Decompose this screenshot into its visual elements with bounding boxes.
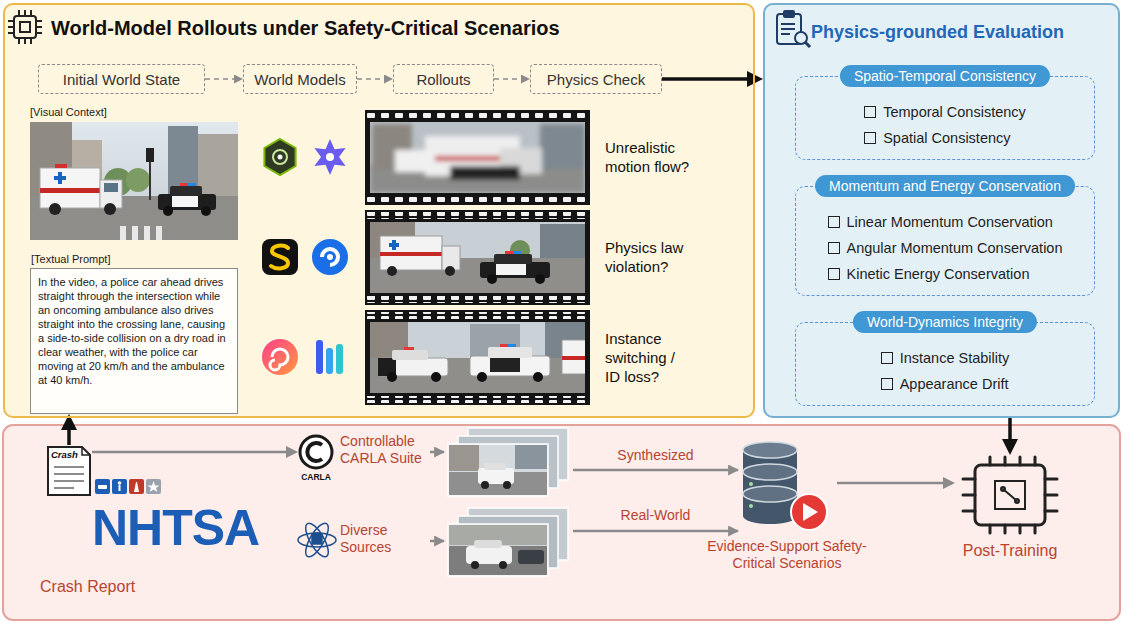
- image-caption: [Visual Context]: [30, 106, 107, 118]
- checkbox-symbol: [881, 352, 893, 364]
- checklist-row: Appearance Drift: [881, 371, 1010, 397]
- source-label: Diverse Sources: [340, 522, 428, 556]
- connector-arrow: [205, 78, 240, 80]
- checklist-row: Linear Momentum Conservation: [828, 209, 1063, 235]
- model-logos: [262, 139, 348, 375]
- proc-box: Initial World State: [38, 64, 205, 94]
- checklist-item: Angular Momentum Conservation: [847, 240, 1063, 256]
- checkbox-symbol: [864, 132, 876, 144]
- panel-title: Physics-grounded Evaluation: [811, 22, 1064, 43]
- checkbox-symbol: [864, 106, 876, 118]
- step-text: Initial World State: [63, 71, 180, 88]
- connector-arrow: [357, 78, 390, 80]
- group-box: World-Dynamics IntegrityInstance Stabili…: [795, 322, 1095, 406]
- database-icon: [737, 438, 837, 534]
- checklist-row: Spatial Consistency: [864, 125, 1026, 151]
- checkbox-symbol: [828, 268, 840, 280]
- connector-arrow: [1008, 418, 1012, 450]
- proc-box: Physics Check: [530, 64, 662, 94]
- nhtsa-icons: [95, 479, 161, 494]
- checklist-item: Kinetic Energy Conservation: [847, 266, 1030, 282]
- checklist-row: Angular Momentum Conservation: [828, 235, 1063, 261]
- connector-arrow: [67, 419, 71, 445]
- diverse-sources-icon: [298, 520, 336, 560]
- question-text: Physics law violation?: [605, 238, 715, 276]
- icon-box: Evidence-Support Safety-Critical Scenari…: [737, 438, 837, 534]
- connector-arrow: [662, 77, 758, 81]
- connector-arrow: [92, 451, 294, 454]
- group-box: Momentum and Energy ConservationLinear M…: [795, 186, 1095, 296]
- checkbox-symbol: [828, 242, 840, 254]
- connector-arrow: [494, 78, 527, 80]
- real-world-frames: [448, 508, 568, 576]
- panel-fill: [3, 3, 755, 418]
- prompt-heading: [Textual Prompt]: [31, 252, 110, 266]
- panel-box: Physics-grounded EvaluationSpatio-Tempor…: [763, 3, 1120, 418]
- proc-box: Rollouts: [393, 64, 494, 94]
- checklist: Linear Momentum ConservationAngular Mome…: [828, 209, 1063, 287]
- question-text: Instance switching / ID loss?: [605, 329, 690, 386]
- icon-text: Crash: [51, 449, 78, 460]
- prompt-text: In the video, a police car ahead drives …: [38, 275, 230, 387]
- icon-text: Post-Training: [940, 541, 1080, 560]
- carla-logo: [298, 434, 334, 470]
- step-text: World Models: [254, 71, 345, 88]
- checklist: Temporal ConsistencySpatial Consistency: [864, 99, 1026, 151]
- checklist-row: Instance Stability: [881, 345, 1010, 371]
- group-header: World-Dynamics Integrity: [853, 311, 1037, 333]
- icon-box: CARLA: [298, 434, 334, 470]
- checklist-item: Instance Stability: [900, 350, 1010, 366]
- checklist-item: Temporal Consistency: [883, 104, 1026, 120]
- arrow-label: Real-World: [573, 507, 738, 523]
- group-box: Spatio-Temporal ConsistencyTemporal Cons…: [795, 76, 1095, 160]
- flow-arrows: [430, 452, 738, 541]
- icon-text: CARLA: [286, 472, 346, 482]
- proc-box: World Models: [243, 64, 357, 94]
- prompt-box: [Textual Prompt]In the video, a police c…: [30, 268, 238, 414]
- icon-box: Crash: [46, 445, 92, 497]
- logo-wordmark: NHTSA: [92, 500, 259, 556]
- panel-fill: [3, 425, 1120, 620]
- group-header: Spatio-Temporal Consistency: [840, 65, 1050, 87]
- checkbox-symbol: [881, 378, 893, 390]
- step-text: Physics Check: [547, 71, 645, 88]
- chip-icon: [8, 10, 42, 44]
- evaluation-icon: [777, 11, 810, 47]
- icon-text: Evidence-Support Safety-Critical Scenari…: [687, 538, 887, 572]
- source-label: Crash Report: [40, 578, 135, 596]
- step-text: Rollouts: [416, 71, 470, 88]
- question-text: Unrealistic motion flow?: [605, 138, 715, 176]
- checklist-item: Linear Momentum Conservation: [847, 214, 1053, 230]
- group-header: Momentum and Energy Conservation: [815, 175, 1075, 197]
- icon-box: Post-Training: [955, 455, 1065, 535]
- film-strip: [365, 210, 590, 305]
- connector-arrow: [837, 482, 951, 485]
- checklist-item: Spatial Consistency: [883, 130, 1010, 146]
- arrow-label: Synthesized: [573, 447, 738, 463]
- checklist-row: Temporal Consistency: [864, 99, 1026, 125]
- chip-icon: [955, 455, 1065, 535]
- film-strip: [365, 110, 590, 205]
- checklist: Instance StabilityAppearance Drift: [881, 345, 1010, 397]
- panel-fill: [763, 3, 1120, 418]
- visual-context-photo: [30, 122, 238, 240]
- panel-title: World-Model Rollouts under Safety-Critic…: [51, 17, 560, 40]
- checklist-item: Appearance Drift: [900, 376, 1009, 392]
- film-strip: [365, 310, 592, 405]
- checkbox-symbol: [828, 216, 840, 228]
- checklist-row: Kinetic Energy Conservation: [828, 261, 1063, 287]
- carla-frames: [448, 428, 568, 496]
- source-label: Controllable CARLA Suite: [340, 433, 428, 467]
